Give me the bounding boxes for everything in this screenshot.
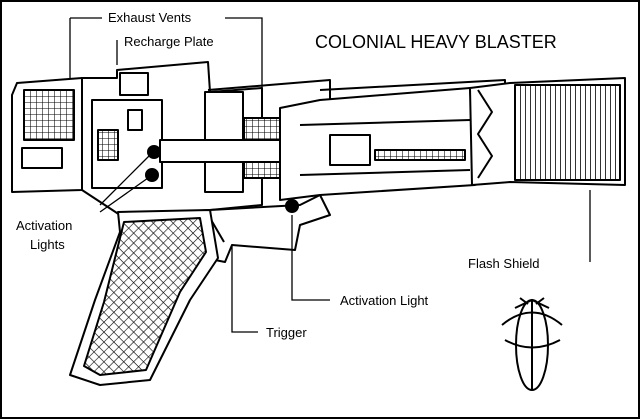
label-activation-lights-line2: Lights	[30, 237, 65, 252]
label-trigger: Trigger	[266, 325, 307, 340]
activation-light-lower	[145, 168, 159, 182]
barrel-block	[329, 134, 371, 166]
callout-activation-1	[99, 154, 151, 206]
barrel-detail-strip	[374, 149, 466, 161]
diagram-title: COLONIAL HEAVY BLASTER	[315, 32, 557, 52]
side-switch	[127, 109, 143, 131]
callout-activation-2	[99, 177, 149, 213]
callout-trigger	[231, 245, 258, 333]
label-activation-lights-line1: Activation	[16, 218, 72, 233]
flash-shield-fins	[514, 84, 621, 181]
label-exhaust-vents: Exhaust Vents	[108, 10, 192, 25]
colonial-emblem-icon	[501, 297, 563, 391]
activation-light-upper	[147, 145, 161, 159]
barrel-body	[279, 87, 476, 201]
top-block	[119, 72, 149, 96]
label-recharge-plate: Recharge Plate	[124, 34, 214, 49]
grip-texture	[83, 217, 207, 376]
upper-rail	[159, 139, 291, 163]
side-vent-grid	[97, 129, 119, 161]
activation-light-trigger	[285, 199, 299, 213]
callout-exhaust-right	[225, 17, 263, 118]
label-flash-shield: Flash Shield	[468, 256, 540, 271]
rear-vent-grid	[23, 89, 75, 141]
trigger-guard	[209, 194, 331, 263]
callout-lines	[69, 17, 591, 333]
rear-panel	[21, 147, 63, 169]
label-activation-light: Activation Light	[340, 293, 429, 308]
callout-activation-light	[291, 215, 330, 301]
blaster-body	[11, 61, 626, 386]
